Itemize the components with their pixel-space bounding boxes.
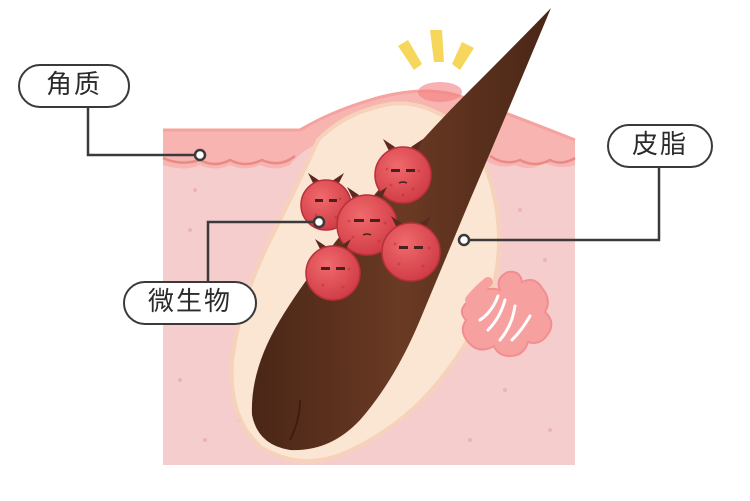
leader-lines: [86, 108, 661, 281]
microbe-icon: [374, 139, 432, 204]
sebum-pointer-dot: [457, 233, 471, 247]
keratin-label: 角质: [18, 64, 130, 108]
leader-dots: [193, 148, 471, 247]
microbe-pointer-dot: [312, 215, 326, 229]
keratin-pointer-dot: [193, 148, 207, 162]
microbe-icon: [305, 239, 361, 301]
sebum-label: 皮脂: [607, 124, 713, 168]
microbe-leader-line: [206, 220, 319, 281]
microbe-cluster: [300, 139, 441, 301]
microbe-icon: [381, 216, 441, 282]
sebaceous-gland: [460, 270, 553, 358]
sebum-leader-line: [464, 168, 661, 242]
burst-mark: [398, 30, 474, 70]
keratin-leader-line: [86, 108, 200, 157]
inflamed-pore: [418, 82, 462, 102]
microbe-label: 微生物: [123, 281, 257, 325]
